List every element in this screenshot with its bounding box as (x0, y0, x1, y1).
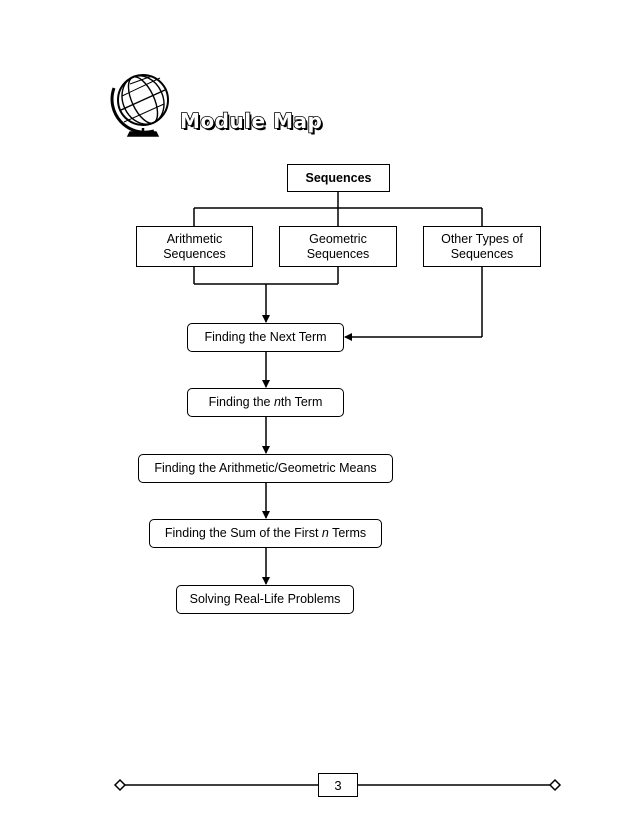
node-sequences-label: Sequences (305, 170, 372, 185)
node-arithmetic-line2: Sequences (163, 246, 226, 261)
node-other-types-line1: Other Types of (441, 231, 523, 246)
node-finding-nth-term: Finding the nth Term (187, 388, 344, 417)
page-number: 3 (334, 777, 342, 793)
node-geometric-line2: Sequences (306, 246, 370, 261)
other-types-connector (344, 267, 483, 341)
node-next-term-label: Finding the Next Term (204, 330, 327, 344)
globe-icon (110, 74, 169, 137)
node-sum-label: Finding the Sum of the First n Terms (164, 526, 367, 540)
node-other-types-line2: Sequences (450, 246, 514, 261)
node-finding-sum: Finding the Sum of the First n Terms (149, 519, 382, 548)
node-nth-term-label: Finding the nth Term (208, 395, 323, 409)
node-geometric-sequences: Geometric Sequences (279, 226, 397, 267)
node-geometric-line1: Geometric (309, 231, 367, 246)
node-finding-means: Finding the Arithmetic/Geometric Means (138, 454, 393, 483)
footer-rule (113, 778, 562, 792)
node-arithmetic-sequences: Arithmetic Sequences (136, 226, 253, 267)
module-map-title: Module Map (179, 108, 323, 134)
footer-diamond-left (113, 778, 127, 792)
node-sequences: Sequences (287, 164, 390, 192)
page-number-box: 3 (318, 773, 358, 797)
node-finding-next-term: Finding the Next Term (187, 323, 344, 352)
node-solving-problems: Solving Real-Life Problems (176, 585, 354, 614)
node-arithmetic-line1: Arithmetic (166, 231, 223, 246)
merge-connector (193, 267, 339, 323)
root-connector (193, 192, 483, 226)
node-other-types-sequences: Other Types of Sequences (423, 226, 541, 267)
node-means-label: Finding the Arithmetic/Geometric Means (154, 461, 377, 475)
footer-diamond-right (548, 778, 562, 792)
node-problems-label: Solving Real-Life Problems (189, 592, 341, 606)
